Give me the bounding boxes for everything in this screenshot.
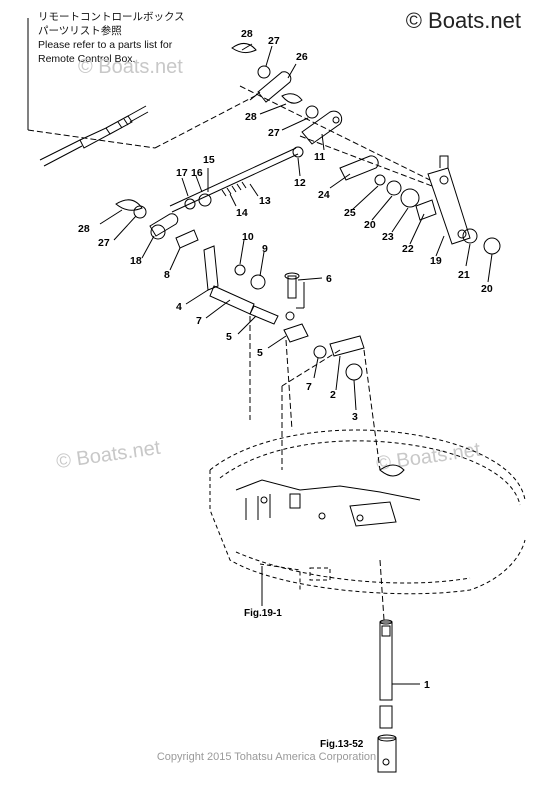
callout-labels: 28 27 26 28 27 11 15 17 16 14 13 12 24 2…: [78, 28, 493, 750]
callout-18: 18: [130, 255, 142, 267]
callout-10: 10: [242, 231, 254, 243]
callout-15: 15: [203, 154, 215, 166]
callout-4: 4: [176, 301, 182, 313]
nut-3: [345, 363, 363, 381]
upper-clip-group: [231, 43, 343, 145]
lower-clip-group: [115, 199, 179, 240]
note-en-line-2: Remote Control Box.: [38, 53, 136, 65]
bolt-6: [287, 275, 297, 299]
clip-28-a: [231, 43, 257, 54]
bottom-cowl-inner: [235, 464, 421, 527]
callout-3: 3: [352, 411, 358, 423]
callout-28: 28: [241, 28, 253, 40]
callout-17: 17: [176, 167, 188, 179]
callout-13: 13: [259, 195, 271, 207]
fig-19-1-label: Fig.19-1: [244, 608, 282, 619]
lever-19: [427, 167, 471, 245]
callout-11: 11: [314, 151, 325, 163]
callout-6: 6: [326, 273, 332, 285]
callout-21: 21: [458, 269, 470, 281]
note-jp-line-2: パーツリスト参照: [38, 25, 122, 37]
callout-5: 5: [257, 347, 263, 359]
callout-8: 8: [164, 269, 170, 281]
callout-2: 2: [330, 389, 336, 401]
callout-19: 19: [430, 255, 442, 267]
washer-20-b: [483, 237, 501, 255]
remote-control-note: リモートコントロールボックス パーツリスト参照 Please refer to …: [38, 10, 185, 66]
spring-14: [221, 181, 247, 197]
note-jp-line-1: リモートコントロールボックス: [38, 11, 185, 23]
watermark: © Boats.net: [78, 56, 183, 78]
joint-5-b: [283, 323, 309, 343]
nut-12: [292, 146, 304, 158]
bottom-cowl-outline: [209, 429, 526, 595]
callout-7: 7: [196, 315, 202, 327]
note-en-line-1: Please refer to a parts list for: [38, 39, 173, 51]
shift-shaft-1: [377, 619, 420, 773]
clip-28-c: [115, 199, 143, 211]
shift-lever-assembly: [175, 229, 365, 381]
callout-27: 27: [268, 127, 280, 139]
washer-27-a: [257, 65, 271, 79]
callout-20: 20: [364, 219, 376, 231]
callout-9: 9: [262, 243, 268, 255]
washer-27-b: [305, 105, 319, 119]
callout-24: 24: [318, 189, 330, 201]
callout-20: 20: [481, 283, 493, 295]
callout-5: 5: [226, 331, 232, 343]
callout-23: 23: [382, 231, 394, 243]
clip-28-b: [281, 93, 303, 104]
lever-4: [203, 245, 219, 291]
washer-27-c: [133, 205, 147, 219]
nut-16: [198, 193, 212, 207]
nut-21: [462, 228, 478, 244]
joint-11: [301, 110, 343, 145]
bushing-22: [415, 199, 437, 221]
brand-mark: © Boats.net: [405, 8, 521, 33]
washer-10: [234, 264, 246, 276]
washer-17: [184, 198, 196, 210]
lever-19-assembly: [339, 155, 501, 255]
callout-27: 27: [98, 237, 110, 249]
callout-12: 12: [294, 177, 306, 189]
callout-7: 7: [306, 381, 312, 393]
shift-rod-assembly: [169, 146, 304, 213]
callout-27: 27: [268, 35, 280, 47]
callout-16: 16: [191, 167, 203, 179]
washer-7-b: [313, 345, 327, 359]
callout-22: 22: [402, 243, 414, 255]
joint-5-a: [249, 305, 279, 325]
copyright-text: Copyright 2015 Tohatsu America Corporati…: [156, 751, 377, 763]
nut-9: [250, 274, 266, 290]
callout-25: 25: [344, 207, 356, 219]
collar-23: [400, 188, 420, 208]
washer-20-a: [386, 180, 402, 196]
callout-28: 28: [245, 111, 257, 123]
pin-8: [175, 229, 199, 249]
plate-2: [329, 335, 365, 357]
remote-cable: [39, 105, 149, 167]
washer-25: [374, 174, 386, 186]
callout-28: 28: [78, 223, 90, 235]
joint-26: [257, 71, 292, 103]
callout-14: 14: [236, 207, 248, 219]
joint-18: [149, 213, 179, 237]
callout-1: 1: [424, 679, 430, 691]
fig-13-52-label: Fig.13-52: [320, 739, 364, 750]
callout-leaders: [99, 43, 493, 411]
bolt-24: [339, 155, 379, 181]
callout-26: 26: [296, 51, 308, 63]
